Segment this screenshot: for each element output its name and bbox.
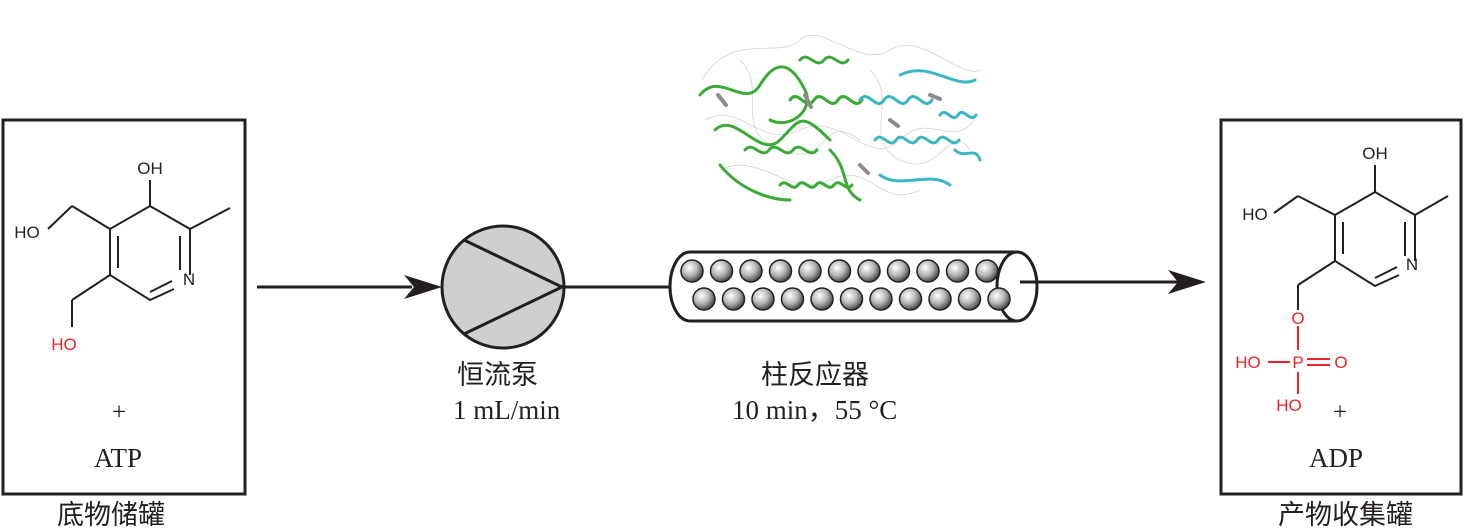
substrate-atom-oh: OH (137, 159, 163, 178)
reactor-beads (680, 259, 1011, 311)
reactor-bead (869, 287, 893, 311)
reactor-bead (975, 259, 999, 283)
substrate-molecule (47, 180, 231, 327)
reactor-bead (709, 259, 734, 283)
substrate-atom-n: N (183, 270, 195, 289)
reactor-bead (957, 287, 982, 311)
product-coproduct-label: ADP (1309, 443, 1364, 473)
reactor-bead (839, 287, 864, 311)
substrate-tank (1, 118, 247, 496)
column-reactor-icon (668, 250, 1039, 323)
reactor-bead (692, 287, 716, 311)
product-molecule (1273, 165, 1449, 310)
product-tank (1219, 118, 1463, 496)
product-atom-n: N (1406, 255, 1418, 274)
reactor-bead (886, 259, 911, 283)
reactor-bead (810, 287, 834, 311)
reactor-bead (945, 259, 970, 283)
product-atom-ho-p2: HO (1276, 396, 1302, 415)
reactor-bead (798, 259, 822, 283)
reactor-bead (721, 287, 746, 311)
substrate-tank-caption: 底物储罐 (57, 500, 165, 531)
enzyme-structure-icon (698, 34, 982, 202)
product-atom-p: P (1292, 353, 1303, 372)
reactor-bead (898, 287, 923, 311)
pump-icon (440, 224, 566, 350)
reactor-bead (916, 259, 940, 283)
reactor-bead (827, 259, 852, 283)
reactor-bead (780, 287, 805, 311)
pump-label: 恒流泵 (457, 360, 538, 391)
substrate-atom-ho: HO (14, 223, 40, 242)
substrate-plus-sign: + (112, 399, 127, 426)
product-atom-o-double: O (1334, 353, 1347, 372)
product-atom-ho-p1: HO (1235, 353, 1261, 372)
product-tank-caption: 产物收集罐 (1278, 500, 1413, 531)
reactor-label: 柱反应器 (761, 360, 869, 391)
phosphate-group (1268, 326, 1330, 394)
substrate-atom-ho-red: HO (51, 335, 77, 354)
product-atom-ho: HO (1242, 205, 1268, 224)
product-atom-o-link: O (1291, 309, 1304, 328)
reactor-bead (987, 287, 1011, 311)
flow-arrow-icon (1168, 270, 1206, 294)
product-plus-sign: + (1333, 399, 1348, 426)
reactor-bead (928, 287, 952, 311)
reactor-conditions: 10 min，55 °C (732, 395, 898, 425)
product-atom-oh: OH (1362, 144, 1388, 163)
reactor-bead (680, 259, 704, 283)
reactor-bead (751, 287, 775, 311)
reactor-bead (739, 259, 763, 283)
pump-flow-rate: 1 mL/min (453, 395, 561, 425)
substrate-cosubstrate-label: ATP (94, 443, 143, 473)
reactor-bead (768, 259, 793, 283)
flow-arrow-icon (404, 275, 442, 299)
reactor-bead (857, 259, 881, 283)
